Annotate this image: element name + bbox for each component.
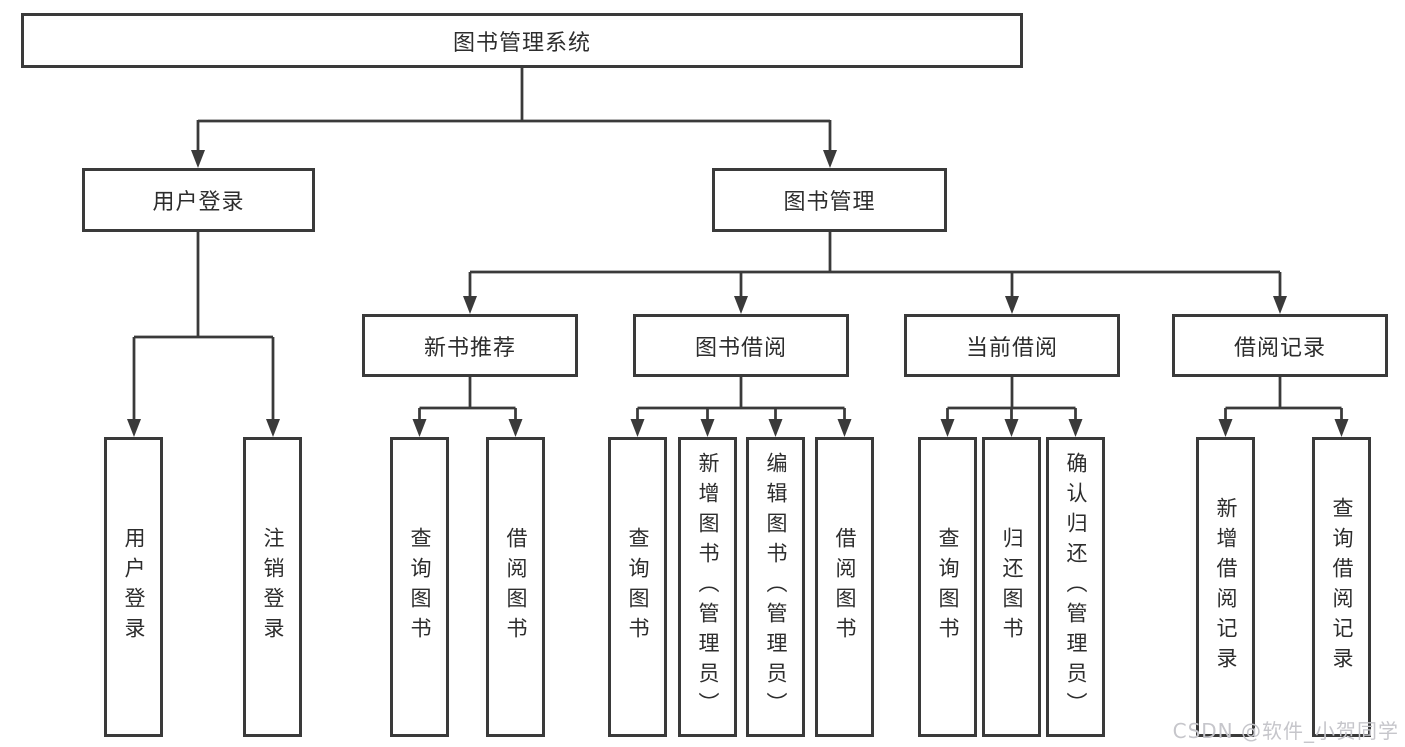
leaf-query-borrow-record: 查询借阅记录 bbox=[1312, 437, 1371, 737]
node-library-management-system: 图书管理系统 bbox=[21, 13, 1023, 68]
arrow-icon bbox=[191, 150, 205, 168]
arrow-icon bbox=[1068, 419, 1083, 437]
arrow-icon bbox=[768, 419, 783, 437]
arrow-icon bbox=[463, 296, 477, 314]
arrow-icon bbox=[940, 419, 955, 437]
arrow-icon bbox=[823, 150, 837, 168]
arrow-icon bbox=[1005, 296, 1019, 314]
leaf-query-book-current: 查询图书 bbox=[918, 437, 977, 737]
arrow-icon bbox=[266, 419, 280, 437]
arrow-icon bbox=[412, 419, 427, 437]
arrow-icon bbox=[630, 419, 645, 437]
leaf-borrow-book: 借阅图书 bbox=[815, 437, 874, 737]
arrow-icon bbox=[127, 419, 141, 437]
node-user-login: 用户登录 bbox=[82, 168, 315, 232]
leaf-logout: 注销登录 bbox=[243, 437, 302, 737]
node-borrow-record: 借阅记录 bbox=[1172, 314, 1388, 377]
arrow-icon bbox=[1273, 296, 1287, 314]
leaf-user-login: 用户登录 bbox=[104, 437, 163, 737]
arrow-icon bbox=[1334, 419, 1349, 437]
node-current-borrow: 当前借阅 bbox=[904, 314, 1120, 377]
arrow-icon bbox=[508, 419, 523, 437]
node-book-borrow: 图书借阅 bbox=[633, 314, 849, 377]
leaf-borrow-book-recommend: 借阅图书 bbox=[486, 437, 545, 737]
leaf-query-book-borrow: 查询图书 bbox=[608, 437, 667, 737]
arrow-icon bbox=[837, 419, 852, 437]
leaf-confirm-return-admin: 确认归还（管理员） bbox=[1046, 437, 1105, 737]
node-new-book-recommend: 新书推荐 bbox=[362, 314, 578, 377]
node-book-management: 图书管理 bbox=[712, 168, 947, 232]
arrow-icon bbox=[1004, 419, 1019, 437]
arrowheads bbox=[127, 150, 1349, 437]
leaf-add-borrow-record: 新增借阅记录 bbox=[1196, 437, 1255, 737]
arrow-icon bbox=[1218, 419, 1233, 437]
leaf-query-book-recommend: 查询图书 bbox=[390, 437, 449, 737]
leaf-edit-book-admin: 编辑图书（管理员） bbox=[746, 437, 805, 737]
watermark: CSDN @软件_小贺同学 bbox=[1172, 719, 1399, 743]
arrow-icon bbox=[700, 419, 715, 437]
arrow-icon bbox=[734, 296, 748, 314]
leaf-return-book: 归还图书 bbox=[982, 437, 1041, 737]
tree-edges bbox=[132, 68, 1343, 422]
leaf-add-book-admin: 新增图书（管理员） bbox=[678, 437, 737, 737]
